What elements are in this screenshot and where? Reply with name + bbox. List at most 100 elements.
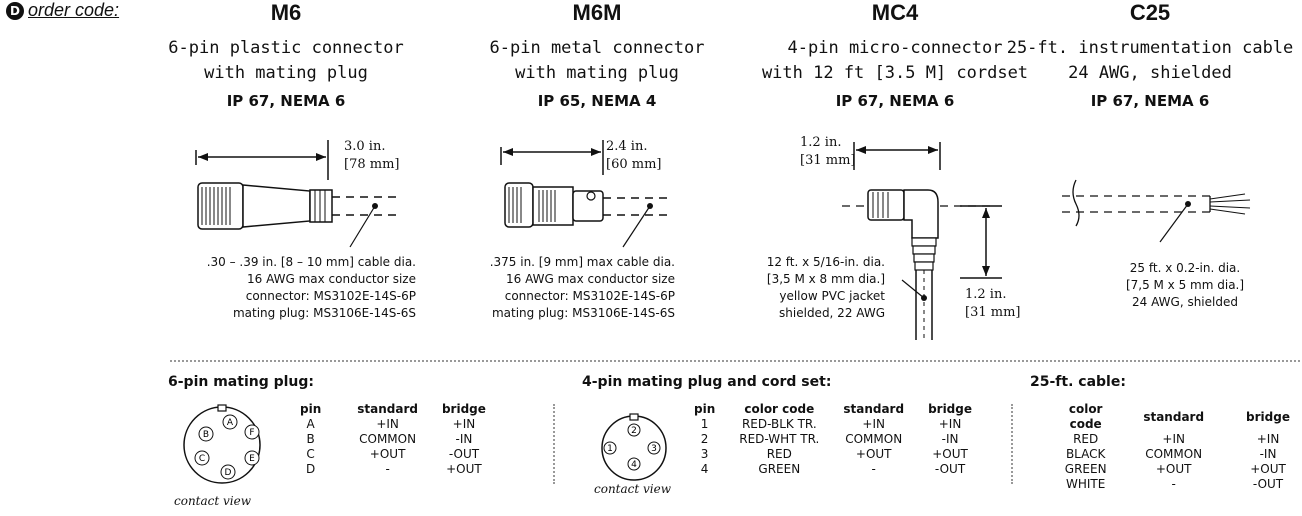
plug6-contact-diagram: A B C D E F: [183, 404, 261, 484]
column-separator: [1011, 404, 1013, 484]
table-row: 4 GREEN - -OUT: [682, 462, 984, 477]
m6-connector-drawing: [195, 140, 400, 248]
table-cell: GREEN: [1064, 462, 1107, 476]
table-cell: +OUT: [932, 447, 968, 461]
pin-label: F: [249, 428, 254, 438]
table-cell: -IN: [455, 432, 473, 446]
table-cell: RED-BLK TR.: [741, 417, 817, 431]
col-header: pin: [694, 402, 716, 416]
dim-line: 2.4 in.: [606, 139, 648, 154]
table-row: B COMMON -IN: [288, 432, 498, 447]
table-cell: +OUT: [1155, 462, 1192, 476]
table-cell: 1: [700, 417, 709, 431]
column-separator: [553, 404, 555, 484]
table-cell: +IN: [452, 417, 476, 431]
dim-line: 1.2 in.: [965, 287, 1007, 302]
table-cell: COMMON: [1145, 447, 1203, 461]
pin-label: 1: [607, 444, 613, 454]
table-cell: COMMON: [845, 432, 903, 446]
table-row: RED +IN +IN: [1040, 432, 1302, 447]
plug4-contact-diagram: 1 2 3 4: [601, 413, 667, 481]
table-cell: +IN: [1256, 432, 1280, 446]
desc-m6: 6-pin plastic connector with mating plug: [136, 36, 436, 86]
spec-line: connector: MS3102E-14S-6P: [504, 289, 675, 303]
desc-c25: 25-ft. instrumentation cable 24 AWG, shi…: [1000, 36, 1300, 86]
table-cell: -IN: [941, 432, 959, 446]
rating-m6: IP 67, NEMA 6: [226, 92, 346, 110]
m6-specs: .30 – .39 in. [8 – 10 mm] cable dia. 16 …: [136, 254, 416, 322]
table-cell: -: [1171, 477, 1176, 491]
pin-label: 3: [651, 444, 657, 454]
table-row: BLACK COMMON -IN: [1040, 447, 1302, 462]
table-row: WHITE - -OUT: [1040, 477, 1302, 492]
table-cell: +OUT: [855, 447, 892, 461]
code-m6m: M6M: [572, 0, 622, 25]
spec-line: [3,5 M x 8 mm dia.]: [766, 272, 885, 286]
pin-label: E: [249, 454, 255, 464]
table-row: D - +OUT: [288, 462, 498, 477]
pin-label: B: [203, 430, 209, 440]
table-cell: -IN: [1259, 447, 1277, 461]
col-header: bridge: [928, 402, 973, 416]
section-divider: [170, 360, 1300, 362]
table-cell: +OUT: [369, 447, 406, 461]
dim-line: 3.0 in.: [344, 139, 386, 154]
desc-line: 6-pin metal connector: [489, 38, 705, 58]
spec-line: connector: MS3102E-14S-6P: [245, 289, 416, 303]
col-header: standard: [843, 402, 905, 416]
rating-m6m: IP 65, NEMA 4: [537, 92, 657, 110]
table-row: C +OUT -OUT: [288, 447, 498, 462]
table-cell: -OUT: [934, 462, 966, 476]
table-cell: -: [385, 462, 390, 476]
code-c25: C25: [1129, 0, 1171, 25]
spec-line: 12 ft. x 5/16-in. dia.: [766, 255, 885, 269]
table-cell: RED-WHT TR.: [739, 432, 820, 446]
desc-line: 6-pin plastic connector: [168, 38, 404, 58]
plug6-title: 6-pin mating plug:: [168, 374, 315, 390]
table-row: 3 RED +OUT +OUT: [682, 447, 984, 462]
col-header: bridge: [1246, 409, 1290, 424]
table-cell: WHITE: [1065, 477, 1106, 491]
dim-line: 1.2 in.: [800, 135, 842, 150]
pin-label: 2: [631, 426, 637, 436]
c25-cable-drawing: [1062, 179, 1251, 243]
table-cell: -: [871, 462, 876, 476]
table-cell: C: [306, 447, 315, 461]
desc-line: 4-pin micro-connector: [787, 38, 1003, 58]
desc-line: with 12 ft [3.5 M] cordset: [761, 63, 1029, 83]
table-cell: +OUT: [446, 462, 482, 476]
spec-line: 16 AWG max conductor size: [246, 272, 416, 286]
table-cell: +IN: [862, 417, 885, 431]
desc-mc4: 4-pin micro-connector with 12 ft [3.5 M]…: [745, 36, 1045, 86]
spec-line: yellow PVC jacket: [779, 289, 885, 303]
table-row: 1 RED-BLK TR. +IN +IN: [682, 417, 984, 432]
table-cell: COMMON: [359, 432, 417, 446]
cable25-title: 25-ft. cable:: [1030, 374, 1126, 390]
desc-line: with mating plug: [515, 63, 679, 83]
cable25-color-table: color code standard bridge RED +IN +IN B…: [1040, 402, 1302, 492]
desc-m6m: 6-pin metal connector with mating plug: [447, 36, 747, 86]
mc4-specs: 12 ft. x 5/16-in. dia. [3,5 M x 8 mm dia…: [700, 254, 885, 322]
spec-line: mating plug: MS3106E-14S-6S: [232, 306, 416, 320]
table-cell: 3: [700, 447, 709, 461]
table-cell: A: [306, 417, 315, 431]
table-cell: 2: [700, 432, 709, 446]
col-header: color code: [744, 402, 815, 416]
mc4-connector-drawing: [842, 142, 1002, 340]
plug4-pin-table: pin color code standard bridge 1 RED-BLK…: [682, 402, 984, 477]
pin-label: A: [227, 418, 234, 428]
spec-line: 16 AWG max conductor size: [505, 272, 675, 286]
desc-line: 25-ft. instrumentation cable: [1006, 38, 1294, 58]
dim-line: [78 mm]: [344, 157, 400, 172]
spec-line: [7,5 M x 5 mm dia.]: [1125, 278, 1245, 292]
desc-line: 24 AWG, shielded: [1068, 63, 1232, 83]
table-cell: GREEN: [758, 462, 801, 476]
col-header: standard: [357, 402, 418, 416]
dim-line: [31 mm]: [800, 153, 856, 168]
table-cell: 4: [700, 462, 709, 476]
spec-line: .30 – .39 in. [8 – 10 mm] cable dia.: [206, 255, 416, 269]
c25-specs: 25 ft. x 0.2-in. dia. [7,5 M x 5 mm dia.…: [1090, 260, 1280, 311]
mc4-dim-vertical: 1.2 in. [31 mm]: [965, 286, 1020, 322]
section-marker: D: [6, 2, 24, 20]
table-cell: RED: [1073, 432, 1099, 446]
